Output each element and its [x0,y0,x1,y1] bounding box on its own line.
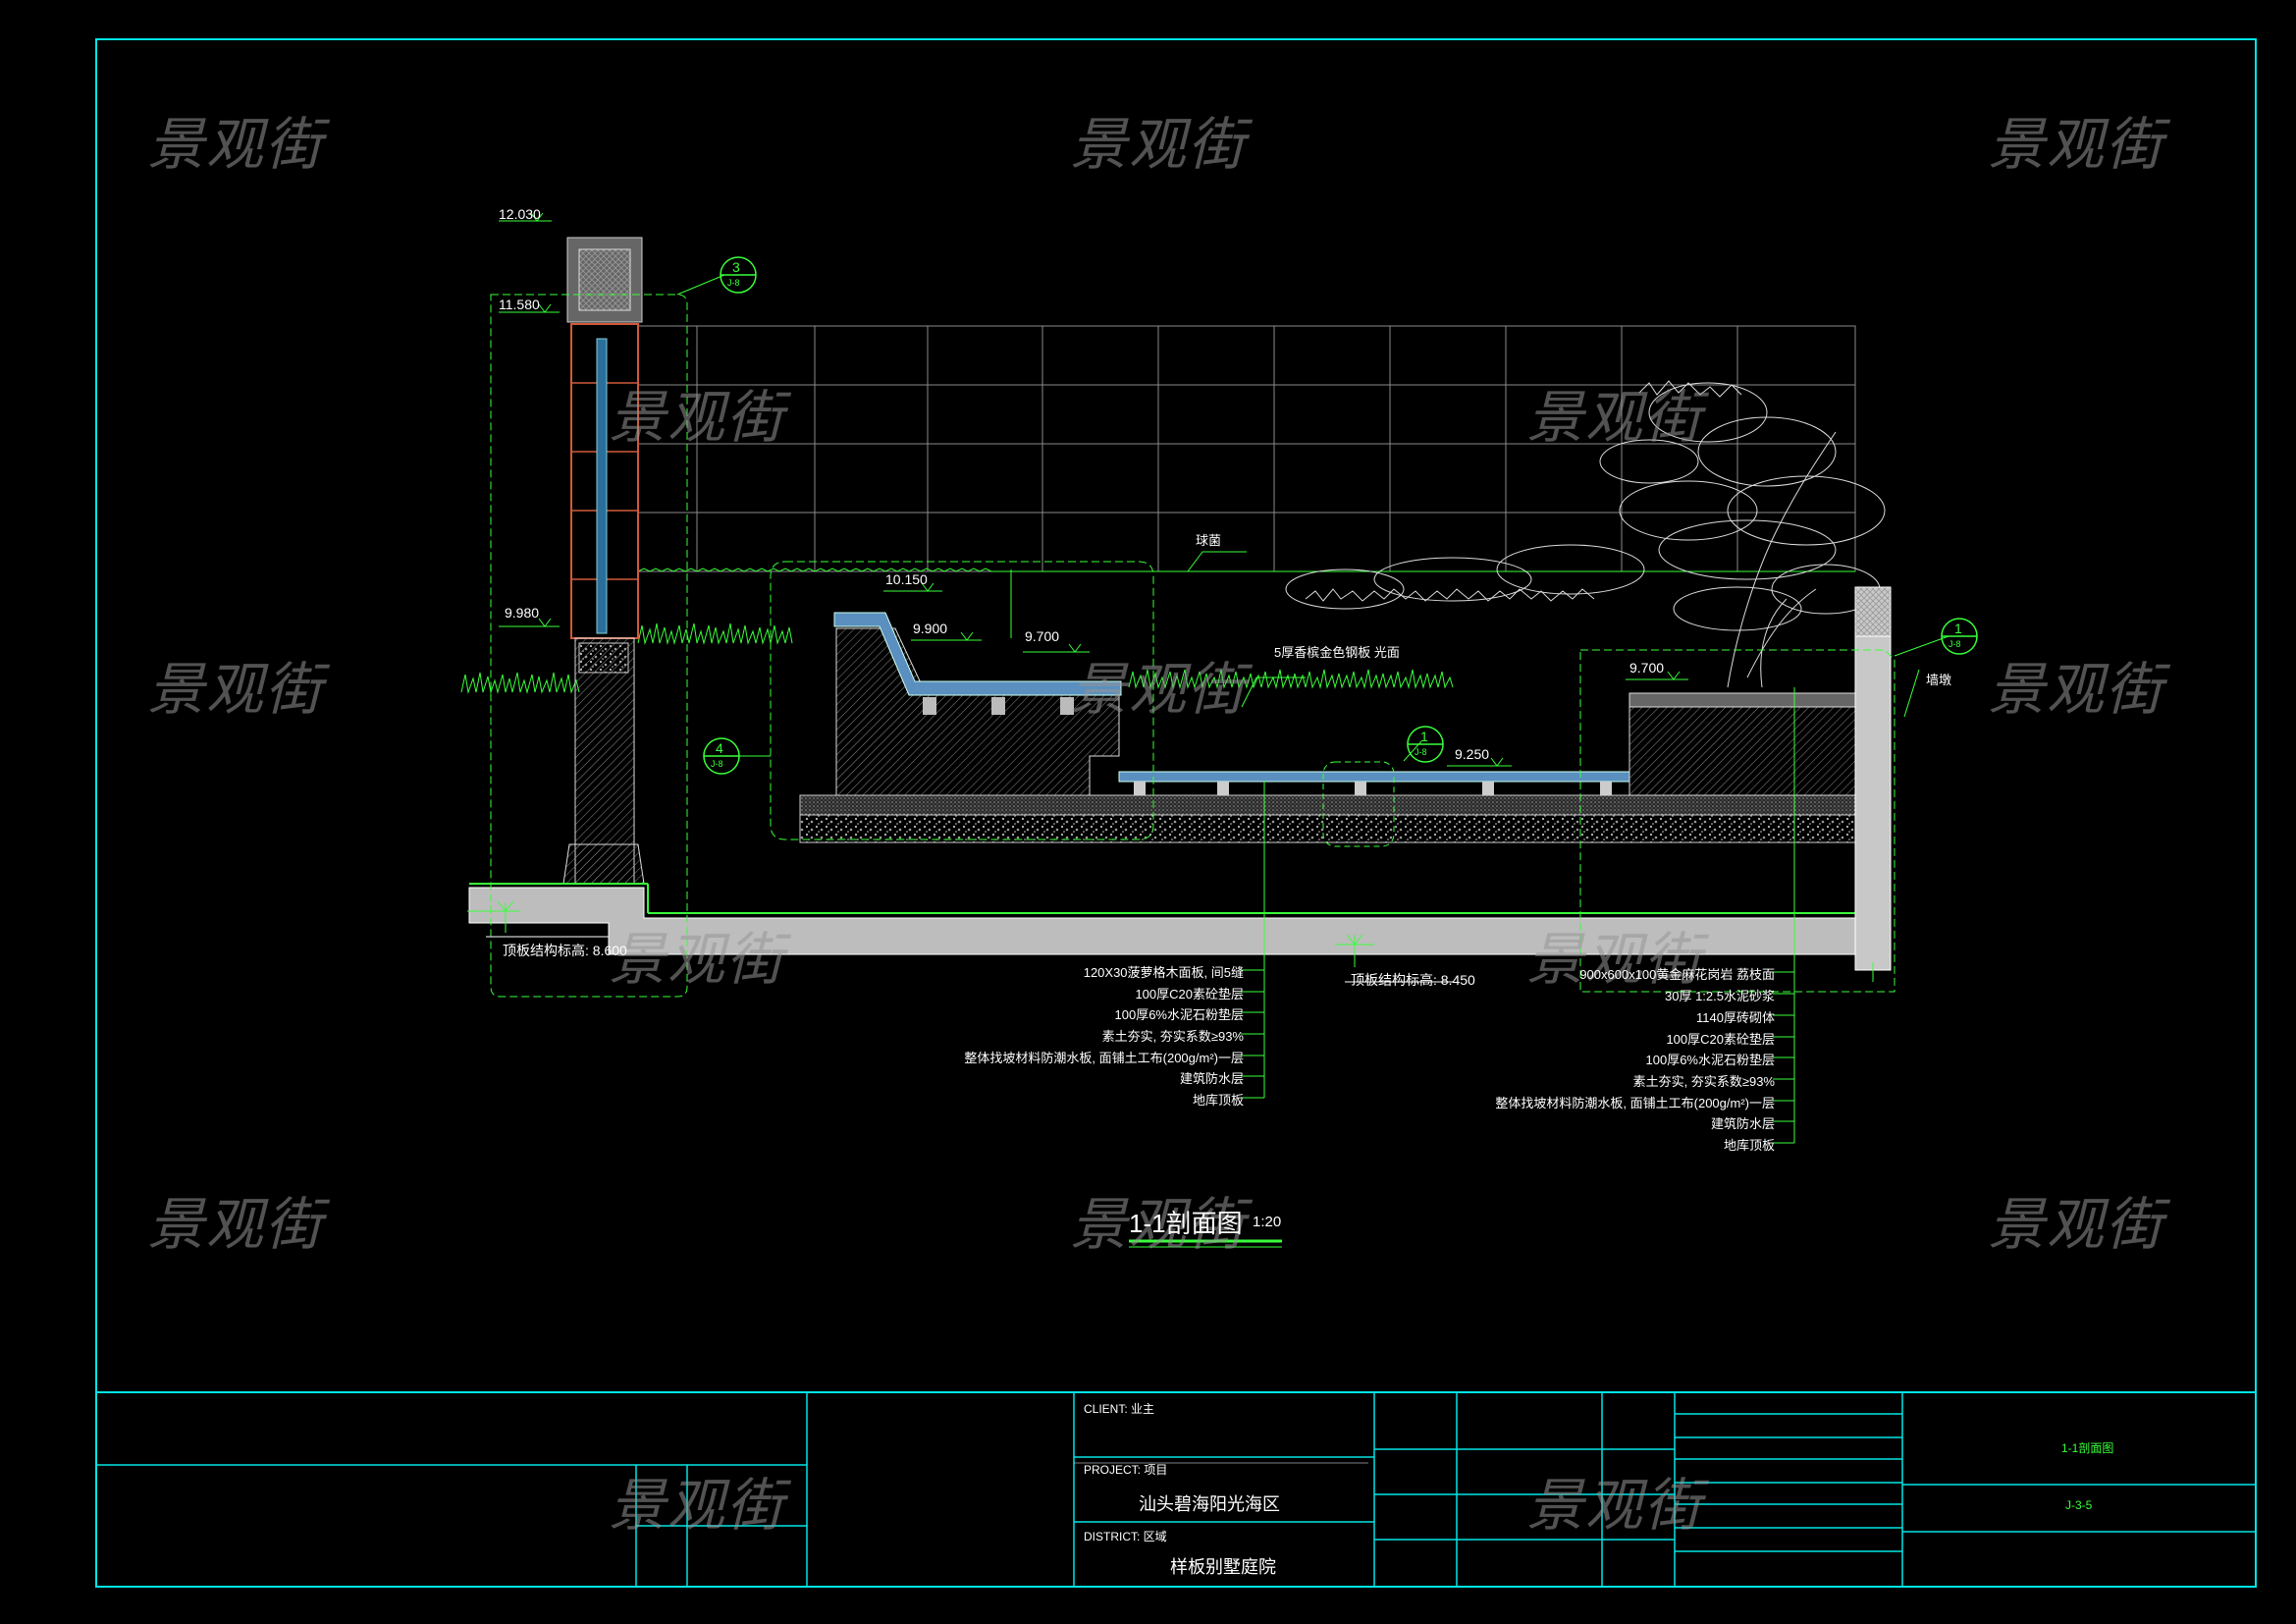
layer-label: 120X30菠萝格木面板, 间5缝 [1083,965,1244,980]
hedge-top-line [637,568,1855,572]
steel-plate-note: 5厚香槟金色钢板 光面 [1274,645,1400,660]
dimension-lines [467,212,1949,1464]
callout-number: 1 [1420,729,1428,744]
elevation-label: 顶板结构标高: 8.450 [1351,972,1475,988]
layer-label: 建筑防水层 [1710,1116,1775,1131]
layer-label: 30厚 1:2.5水泥砂浆 [1665,989,1775,1003]
layer-label: 100厚C20素砼垫层 [1135,987,1244,1001]
bench-seat [833,612,1122,796]
elevation-label: 9.900 [913,621,948,636]
elevation-label: 9.980 [505,605,540,621]
layer-label: 整体找坡材料防潮水板, 面铺土工布(200g/m²)一层 [1495,1096,1775,1110]
layer-label: 100厚6%水泥石粉垫层 [1114,1007,1244,1022]
callout-circles [703,256,1978,775]
elevation-label: 11.580 [499,297,540,312]
elevation-label: 顶板结构标高: 8.600 [503,943,627,958]
structural-slab [468,883,1856,955]
callout-number: 4 [716,740,723,756]
layer-label: 建筑防水层 [1179,1071,1244,1086]
callout-number: 3 [732,259,740,275]
callout-sheet: J-8 [1949,639,1961,649]
title-block-grid [96,1392,2256,1587]
layer-label: 素土夯实, 夯实系数≥93% [1101,1029,1244,1044]
layer-label: 1140厚砖砌体 [1696,1010,1775,1025]
layer-label: 100厚C20素砼垫层 [1666,1032,1775,1047]
elevation-label: 10.150 [885,571,928,587]
district-label: DISTRICT: 区域 [1084,1530,1167,1543]
project-label: PROJECT: 项目 [1084,1463,1168,1477]
drawing-frame [95,38,2257,1588]
path-paving [799,771,1856,843]
layer-label: 地库顶板 [1192,1093,1244,1108]
layer-label: 地库顶板 [1723,1138,1775,1153]
callout-sheet: J-8 [727,278,740,288]
district-name: 样板别墅庭院 [1170,1557,1276,1577]
tree-canopy [1285,380,1886,688]
project-name: 汕头碧海阳光海区 [1139,1494,1280,1514]
layer-label: 素土夯实, 夯实系数≥93% [1632,1074,1775,1089]
elevation-label: 9.700 [1025,628,1060,644]
background-wall-grid [637,325,1856,572]
elevation-label: 9.250 [1455,746,1490,762]
callout-sheet: J-8 [711,759,723,769]
client-label: CLIENT: 业主 [1084,1402,1155,1416]
layer-label: 100厚6%水泥石粉垫层 [1645,1053,1775,1067]
elevation-label: 12.030 [499,206,541,222]
layer-label: 整体找坡材料防潮水板, 面铺土工布(200g/m²)一层 [964,1051,1244,1065]
left-wall-column [562,237,645,885]
section-scale: 1:20 [1253,1214,1282,1230]
planting-note: 球菌 [1196,533,1222,548]
elevation-label: 9.700 [1629,660,1665,676]
sheet-title: 1-1剖面图 [2061,1441,2114,1455]
wall-note: 墙墩 [1926,673,1952,687]
grass [460,623,1454,694]
section-title: 1-1剖面图 [1129,1209,1243,1238]
callout-sheet: J-8 [1415,747,1427,757]
right-planter [1629,586,1892,971]
sheet-number: J-3-5 [2065,1498,2093,1512]
layer-label: 900x600x100黄金麻花岗岩 荔枝面 [1579,967,1775,982]
callout-number: 1 [1954,621,1962,636]
